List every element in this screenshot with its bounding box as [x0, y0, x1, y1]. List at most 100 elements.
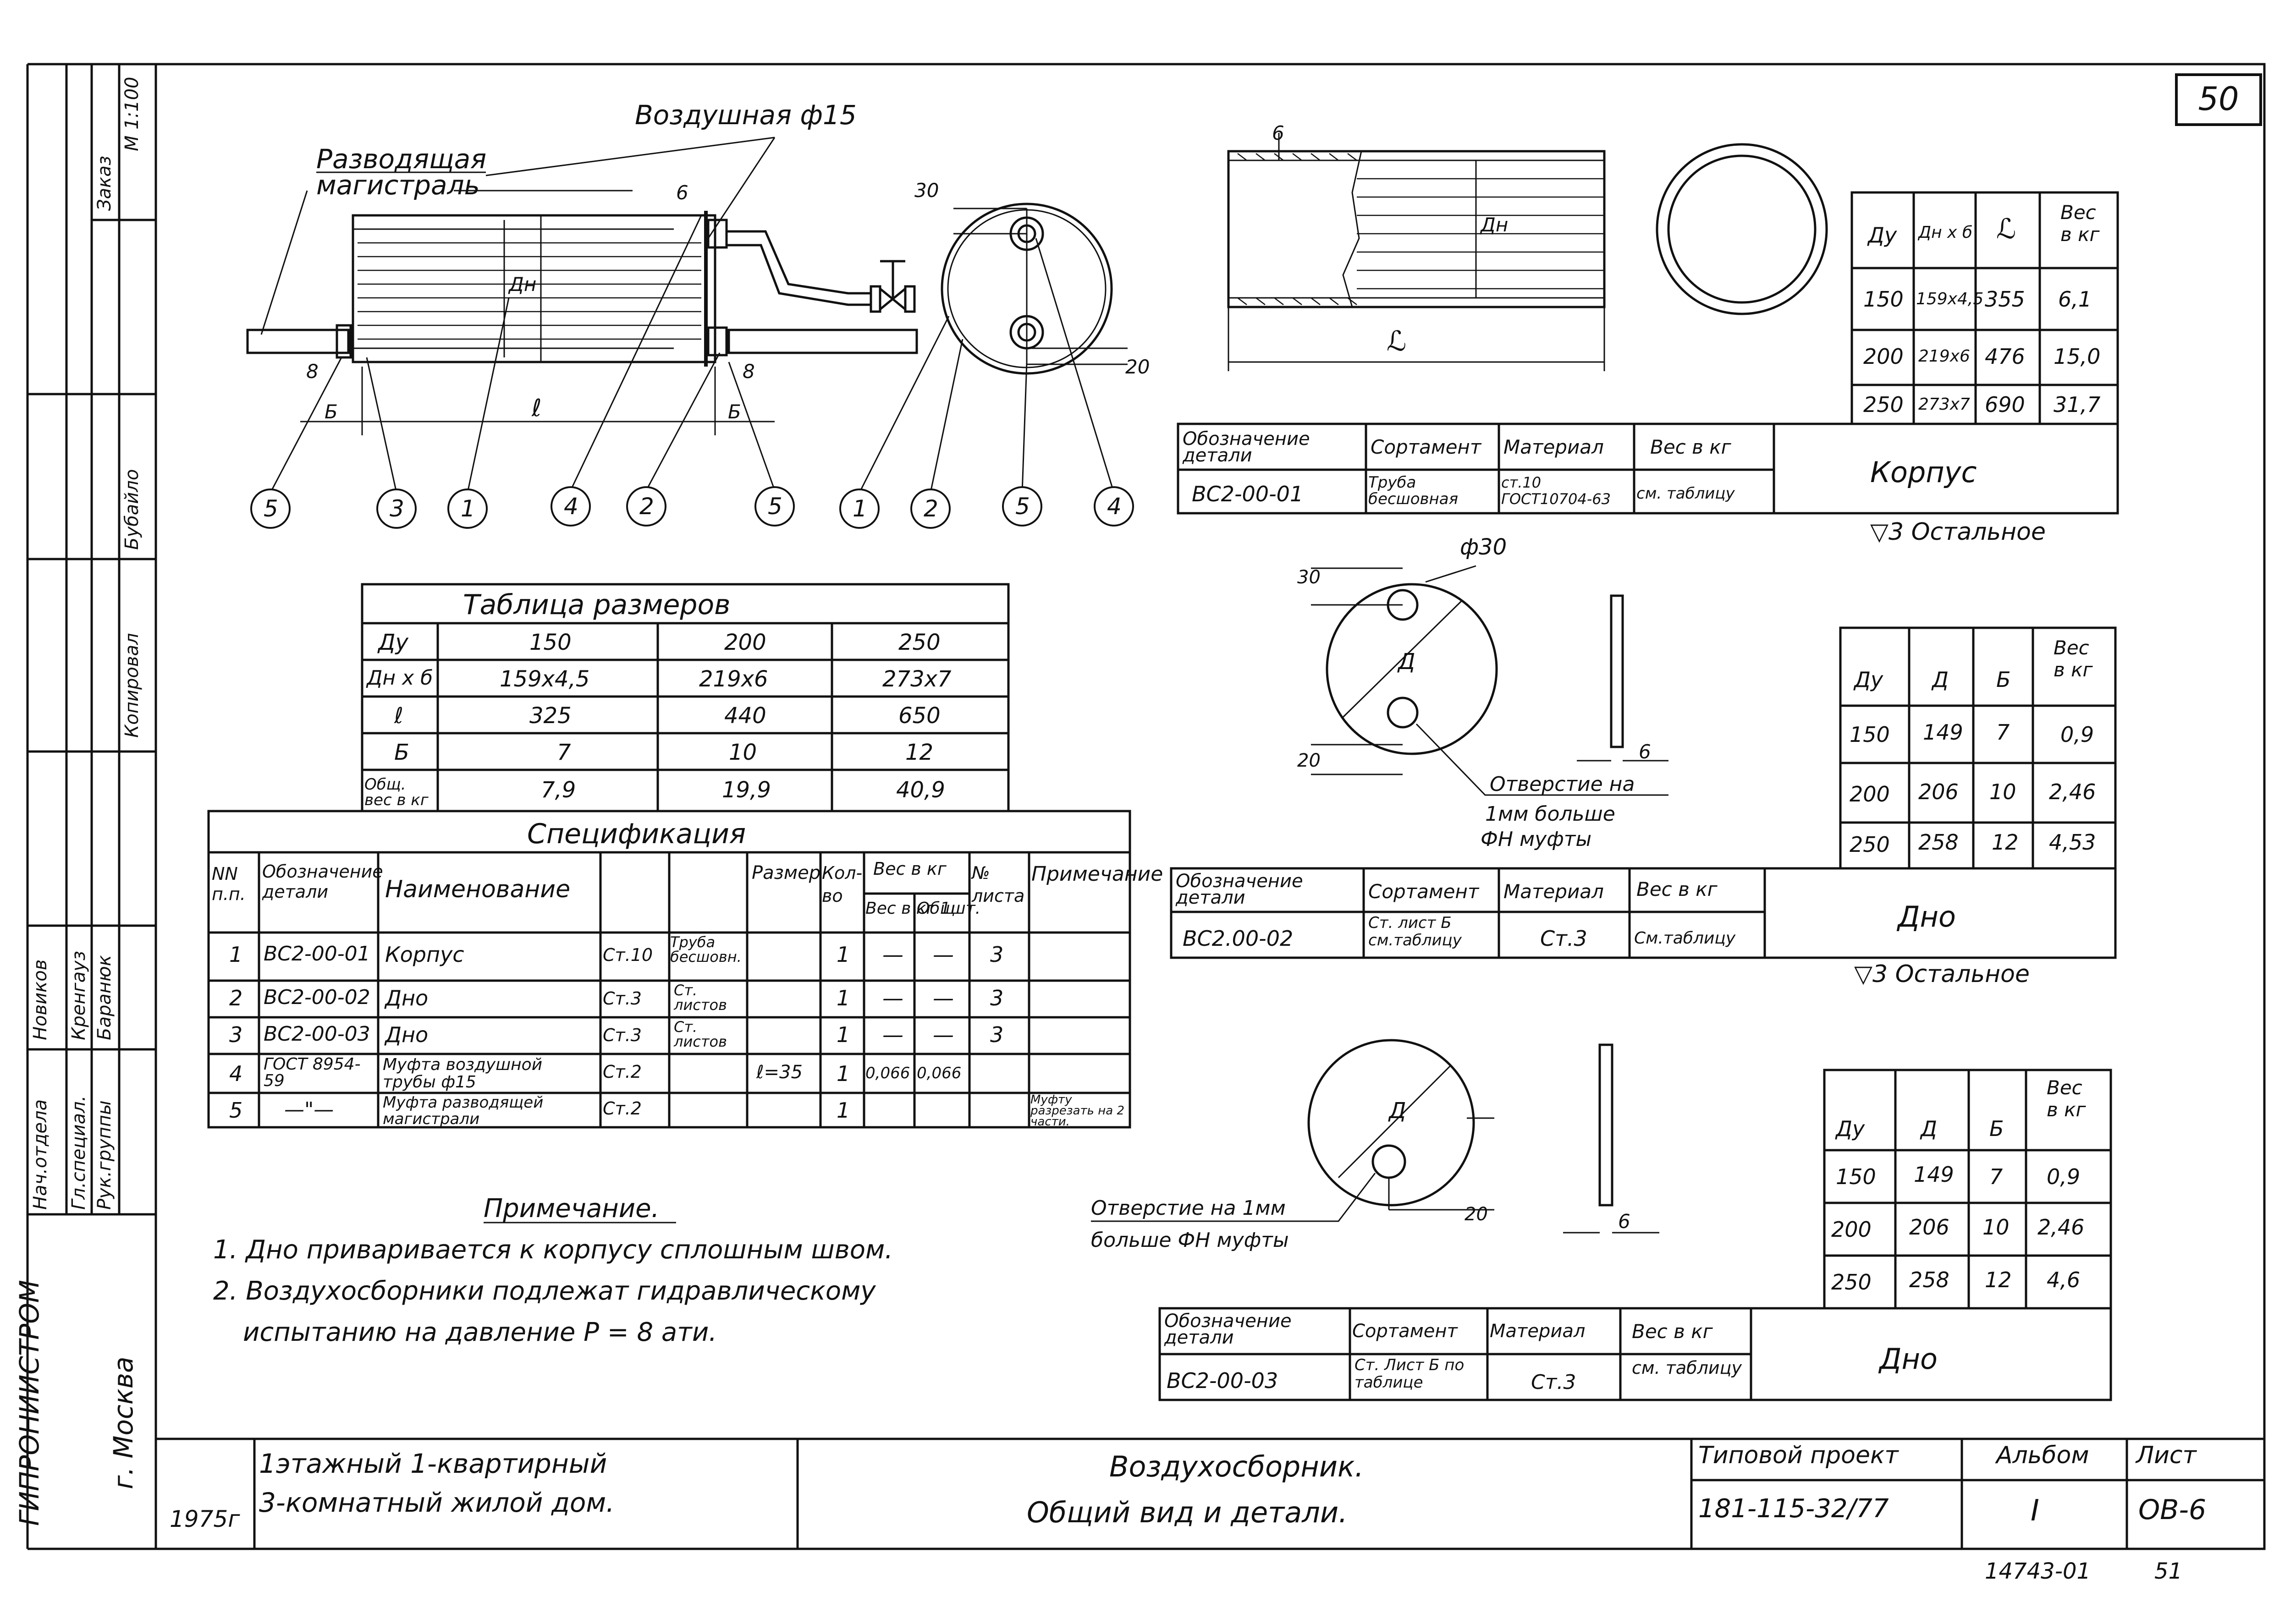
- korpus-title-th: Материал: [1503, 436, 1604, 458]
- dno1-title-th: Материал: [1503, 880, 1604, 903]
- sizes-cell: Дн х б: [367, 666, 433, 690]
- korpus-title-td: см. таблицу: [1636, 484, 1735, 503]
- sizes-cell: Ду: [378, 630, 408, 655]
- spec-cell: —: [882, 942, 903, 967]
- spec-cell: 1: [837, 942, 850, 967]
- spec-header: Размер: [752, 862, 821, 883]
- spec-cell: 3: [990, 1022, 1004, 1047]
- callout-2b: 2: [924, 495, 938, 522]
- spec-cell: Корпус: [385, 942, 464, 967]
- album-label: Альбом: [1996, 1442, 2089, 1469]
- dno1-hole-note-3: ФН муфты: [1481, 828, 1592, 851]
- spec-cell: Труба бесшовн.: [670, 933, 742, 966]
- dno1-td: 0,9: [2060, 722, 2094, 747]
- callout-5a: 5: [264, 495, 278, 522]
- dim-30: 30: [914, 179, 939, 202]
- spec-header: Вес в кг: [873, 859, 947, 879]
- spec-cell: 1: [837, 1061, 850, 1086]
- frame-border: [154, 63, 2266, 1550]
- spec-header: Примечание: [1031, 862, 1163, 886]
- korpus-th: ℒ: [1996, 213, 2016, 245]
- dno2-title-th: Вес в кг: [1632, 1320, 1713, 1343]
- spec-cell: Муфту разрезать на 2 части.: [1030, 1093, 1124, 1129]
- korpus-dim-6: 6: [1272, 122, 1284, 144]
- sizes-cell: 12: [905, 740, 934, 765]
- dim-8-left: 8: [306, 360, 319, 383]
- dim-20: 20: [1125, 356, 1150, 378]
- dno1-th: Д: [1932, 667, 1949, 692]
- name-3: Баранюк: [94, 955, 115, 1040]
- dno2-td: 7: [1989, 1164, 2003, 1189]
- dno1-title-th: Сортамент: [1368, 880, 1479, 903]
- dim-6: 6: [676, 181, 688, 204]
- dno1-title-td: ВС2.00-02: [1183, 926, 1294, 951]
- dim-b-right: Б: [728, 401, 741, 423]
- dim-l: ℓ: [532, 395, 542, 422]
- spec-cell: Муфта разводящей магистрали: [383, 1093, 544, 1128]
- spec-cell: ℓ=35: [756, 1062, 803, 1083]
- dno2-td: 0,9: [2047, 1164, 2081, 1189]
- callout-2a: 2: [639, 493, 654, 520]
- typical-label: Типовой проект: [1698, 1442, 1899, 1469]
- notes-line-1: 1. Дно приваривается к корпусу сплошным …: [213, 1235, 893, 1265]
- dno1-th: Вес в кг: [2054, 636, 2093, 681]
- spec-cell: —: [933, 1022, 954, 1047]
- sizes-cell: Б: [394, 740, 409, 765]
- checked-1: Копировал: [121, 633, 143, 738]
- dno1-title-th: Обозначение детали: [1176, 871, 1303, 908]
- dno1-td: 150: [1850, 722, 1890, 747]
- year: 1975г: [170, 1506, 240, 1532]
- spec-cell: —: [882, 986, 903, 1010]
- project-desc-1: 1этажный 1-квартирный: [259, 1448, 607, 1479]
- spec-cell: 3: [990, 986, 1004, 1010]
- sizes-cell: 650: [898, 703, 941, 729]
- dno2-td: 10: [1982, 1215, 2010, 1240]
- dno2-title-th: Материал: [1490, 1321, 1586, 1342]
- dno2-th: Д: [1921, 1116, 1937, 1141]
- sizes-cell: 250: [898, 630, 941, 655]
- sizes-cell: ℓ: [394, 703, 403, 729]
- spec-cell: Муфта воздушной трубы ф15: [383, 1055, 543, 1092]
- korpus-td: 6,1: [2058, 287, 2092, 312]
- dno2-hole-note-1: Отверстие на 1мм: [1091, 1196, 1286, 1220]
- sizes-cell: Общ. вес в кг: [364, 775, 429, 809]
- spec-cell: 1: [837, 1022, 850, 1047]
- dno1-dim-6: 6: [1639, 741, 1651, 763]
- spec-cell: Ст. листов: [674, 1018, 727, 1050]
- korpus-surface: ▽3 Остальное: [1870, 518, 2046, 546]
- callout-3: 3: [390, 495, 404, 522]
- spec-cell: —: [933, 986, 954, 1010]
- spec-header: Обозначение детали: [262, 861, 383, 902]
- drawing-title-2: Общий вид и детали.: [1027, 1496, 1348, 1529]
- dno2-td: 250: [1831, 1270, 1872, 1295]
- checked-name: Бубайло: [121, 469, 143, 550]
- dno2-td: 258: [1909, 1267, 1949, 1292]
- dno1-view: [1311, 565, 1668, 796]
- korpus-td: 31,7: [2054, 392, 2101, 417]
- spec-cell: Дно: [385, 986, 429, 1010]
- scale-label: М 1:100: [121, 77, 143, 152]
- spec-cell: Ст.2: [603, 1098, 642, 1119]
- korpus-dim-l: ℒ: [1387, 325, 1407, 357]
- spec-header: Общ.: [917, 899, 961, 918]
- korpus-td: 15,0: [2054, 344, 2101, 369]
- notes-title: Примечание.: [484, 1194, 660, 1223]
- korpus-td: 355: [1985, 287, 2025, 312]
- sizes-cell: 10: [729, 740, 757, 765]
- sizes-cell: 325: [529, 703, 572, 729]
- korpus-th: Дн х б: [1918, 223, 1973, 242]
- spec-title: Спецификация: [527, 818, 746, 850]
- name-1: Новиков: [30, 959, 51, 1040]
- dno1-title-th: Вес в кг: [1636, 878, 1718, 900]
- dno1-d30: ф30: [1460, 534, 1507, 560]
- spec-header: Кол-во: [822, 863, 863, 906]
- dno2-title-td: см. таблицу: [1632, 1358, 1742, 1378]
- dno2-title-td: ВС2-00-03: [1167, 1368, 1278, 1393]
- spec-cell: 3: [229, 1022, 243, 1047]
- dno1-title-td: Ст. лист Б см.таблицу: [1368, 914, 1462, 949]
- sizes-cell: 273x7: [882, 666, 952, 692]
- korpus-td: 200: [1863, 344, 1904, 369]
- drawing-title-1: Воздухосборник.: [1109, 1450, 1364, 1483]
- label-air: Воздушная ф15: [635, 99, 857, 131]
- spec-cell: —"—: [284, 1098, 334, 1121]
